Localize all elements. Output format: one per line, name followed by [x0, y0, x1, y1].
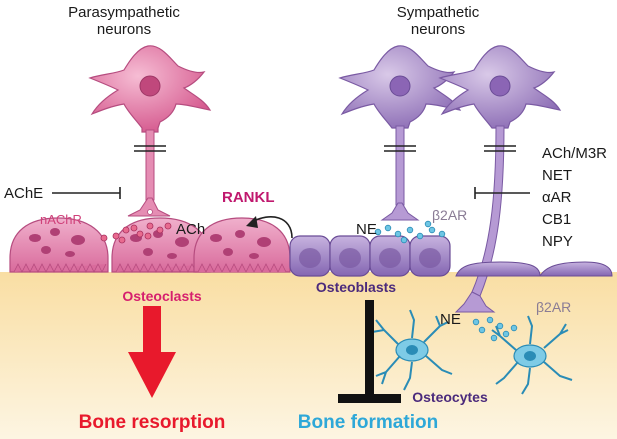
bone-formation-inhibition [338, 300, 401, 403]
osteoclast-cell [111, 217, 211, 273]
bone-resorption-label: Bone resorption [79, 412, 226, 433]
osteocyte-cell [371, 309, 453, 391]
ne-vesicles-top [374, 220, 446, 244]
osteocytes-label: Osteocytes [412, 389, 488, 405]
inhibitor-1: ACh/M3R [542, 145, 607, 162]
parasympathetic-title-line1: Parasympathetic [68, 4, 180, 21]
parasympathetic-neuron [88, 45, 212, 217]
ne-label-top: NE [356, 221, 377, 238]
osteoblasts [289, 220, 613, 277]
ache-label: AChE [4, 185, 43, 202]
rankl-arrow [246, 216, 293, 239]
b2ar-label-top: β2AR [432, 207, 467, 223]
ach-label: ACh [176, 221, 205, 238]
ach-vesicles [100, 222, 172, 244]
osteocyte-cell [491, 315, 573, 395]
inhibitor-5: NPY [542, 233, 573, 250]
inhibitor-2: NET [542, 167, 572, 184]
nachr-label: nAChR [40, 212, 82, 227]
lining-cell [539, 261, 613, 277]
osteoclasts-label: Osteoclasts [122, 288, 202, 304]
ache-inhibition [52, 187, 121, 199]
osteocytes [371, 309, 573, 395]
sympathetic-title-line1: Sympathetic [397, 4, 480, 21]
osteoblasts-label: Osteoblasts [316, 279, 396, 295]
osteoclast-cell [193, 217, 291, 273]
sympathetic-neuron-2 [438, 45, 562, 313]
sympathetic-neuron-1 [338, 45, 462, 221]
lining-cell [455, 261, 541, 277]
rankl-label: RANKL [222, 189, 275, 206]
inhibitor-3: αAR [542, 189, 572, 206]
bone-resorption-arrow [128, 306, 176, 398]
inhibitors-inhibition [474, 187, 530, 199]
sympathetic-title-line2: neurons [411, 21, 465, 38]
osteoclasts [9, 217, 291, 273]
parasympathetic-title-line2: neurons [97, 21, 151, 38]
inhibitor-4: CB1 [542, 211, 571, 228]
osteoclast-cell [9, 217, 109, 273]
ne-label-bottom: NE [440, 311, 461, 328]
ne-vesicles-bottom [472, 316, 518, 342]
b2ar-label-bottom: β2AR [536, 299, 571, 315]
bone-formation-label: Bone formation [298, 412, 438, 433]
